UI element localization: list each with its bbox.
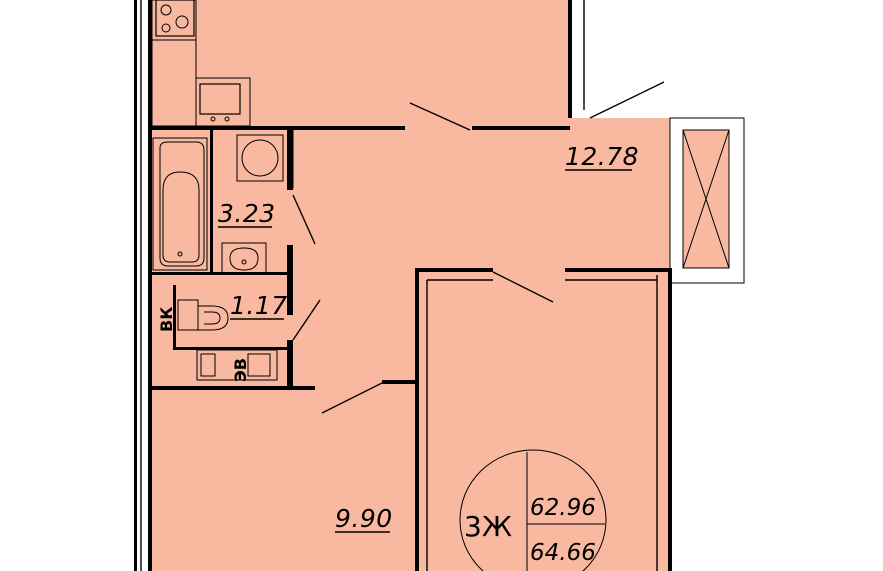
interior-walls (150, 126, 670, 571)
apartment-badge: 3Ж 62.96 64.66 (459, 449, 607, 571)
bath-sink-frame (221, 242, 267, 274)
wall-toilet-bottom (173, 347, 293, 350)
wall-toilet-right-low (287, 340, 293, 390)
bathroom-area-label: 3.23 (218, 199, 276, 228)
stove-burner-icon (175, 15, 189, 29)
floor-kitchen-right (570, 118, 670, 571)
wall-kitchen-bottom-a (150, 126, 405, 130)
bath-sink-icon (229, 247, 259, 271)
badge-total-area: 64.66 (530, 540, 596, 566)
badge-circle (459, 449, 607, 571)
wall-corridor-bottom-a (150, 386, 315, 390)
kitchen-sink-icon (199, 83, 241, 115)
stove-burner-icon (160, 4, 172, 16)
wall-middle-vertical (415, 268, 419, 571)
bathtub-icon (159, 141, 205, 267)
washing-machine-icon (241, 139, 279, 177)
kitchen-counter-lower (195, 77, 251, 127)
door-room-left (321, 382, 383, 414)
db-label: ЭВ (231, 358, 250, 382)
stove-burner-icon (161, 23, 171, 33)
badge-living-area: 62.96 (530, 495, 596, 521)
wall-bath-column-low (287, 245, 293, 275)
wall-middle-top-b (565, 268, 670, 272)
floor-fills (150, 0, 729, 571)
badge-type-label: 3Ж (464, 510, 512, 543)
stove-icon (155, 0, 195, 37)
wall-middle-top-a (415, 268, 493, 272)
wall-left-inner (148, 0, 152, 571)
vk-label: ВК (157, 307, 176, 332)
db-cabinet-inner (247, 353, 271, 377)
toilet-icon (197, 305, 229, 331)
wall-top-right (568, 0, 572, 118)
bathroom-fixtures (152, 134, 284, 274)
wall-bath-column (287, 130, 293, 190)
wall-toilet-left (173, 285, 176, 350)
toilet-fixtures (177, 299, 278, 381)
door-loggia (589, 81, 665, 119)
wall-toilet-right (287, 275, 293, 315)
loggia-frame-outer (669, 117, 745, 284)
kitchen-fixtures (151, 0, 251, 127)
loggia-frame-inner (682, 129, 730, 269)
loggia-cross-b (682, 129, 730, 269)
outer-walls (134, 0, 745, 571)
door-bathroom (292, 194, 316, 245)
wall-kitchen-bottom-b (472, 126, 570, 130)
door-toilet (292, 299, 321, 341)
db-cabinet-inner (200, 353, 216, 377)
washer-frame (236, 134, 284, 182)
door-kitchen (409, 102, 471, 131)
kitchen-tap-icon (224, 116, 230, 122)
bathtub-inner (162, 171, 200, 263)
wall-left-outer (134, 0, 137, 571)
toilet-seat-icon (204, 311, 221, 325)
living-area-label: 9.90 (335, 504, 393, 533)
kitchen-tap-icon (210, 116, 216, 122)
toilet-area-label: 1.17 (230, 291, 288, 320)
bath-sink-drain-icon (241, 259, 247, 265)
door-room-right (492, 271, 554, 303)
door-swings (292, 81, 665, 414)
bathtub-frame (152, 137, 208, 271)
wall-bath-right (210, 130, 213, 275)
bathtub-drain-icon (177, 251, 183, 257)
wall-corridor-bottom-b (382, 380, 418, 384)
wall-right (668, 268, 672, 571)
wall-bath-bottom (150, 272, 290, 275)
db-cabinet (196, 349, 278, 381)
kitchen-counter (151, 0, 197, 127)
kitchen-area-label: 12.78 (565, 142, 639, 171)
